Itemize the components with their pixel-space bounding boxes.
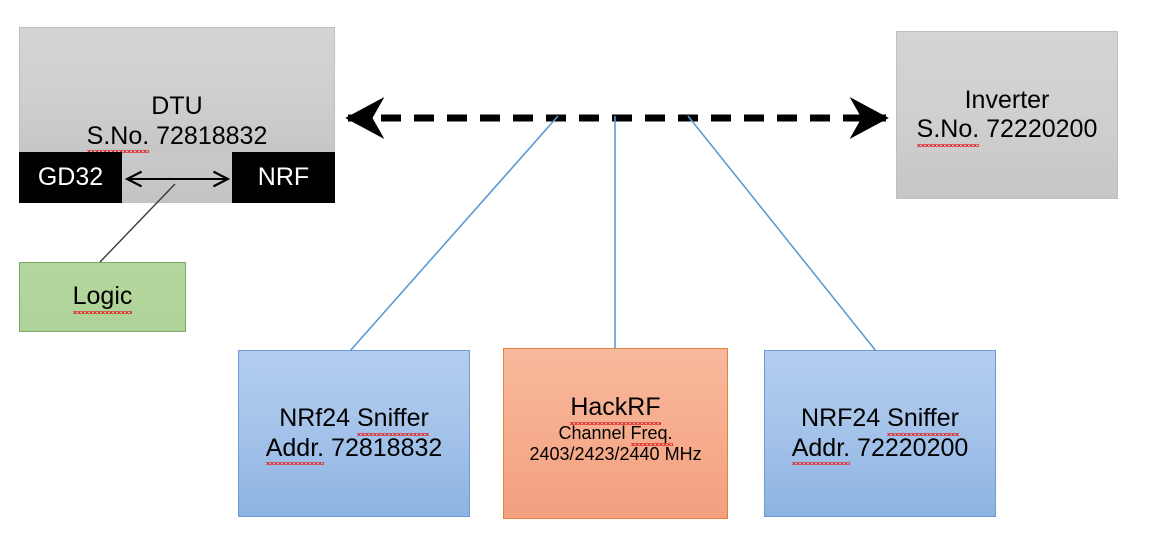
hackrf-frequencies: 2403/2423/2440 MHz <box>529 443 702 464</box>
sniffer-left-addr: Addr. 72818832 <box>265 433 443 465</box>
inverter-title: Inverter <box>964 85 1050 114</box>
node-hackrf[interactable]: HackRF Channel Freq. 2403/2423/2440 MHz <box>503 348 728 519</box>
sniffer-left-tap-line <box>349 115 559 352</box>
gd32-label: GD32 <box>37 162 104 191</box>
sniffer-right-addr-label: Addr. <box>791 433 851 465</box>
dtu-title: DTU <box>151 92 203 120</box>
dtu-serial: S.No. 72818832 <box>86 121 268 153</box>
hackrf-sub-label: Channel Freq. <box>558 422 673 446</box>
hackrf-freq-word: Freq. <box>630 422 673 446</box>
node-sniffer-right[interactable]: NRF24 Sniffer Addr. 72220200 <box>764 350 996 517</box>
node-sniffer-left[interactable]: NRf24 Sniffer Addr. 72818832 <box>238 350 470 517</box>
sniffer-left-title: NRf24 Sniffer <box>279 404 429 435</box>
node-inverter[interactable]: Inverter S.No. 72220200 <box>896 31 1118 199</box>
node-logic[interactable]: Logic <box>19 262 186 332</box>
sniffer-right-title-word: Sniffer <box>887 404 959 435</box>
node-gd32[interactable]: GD32 <box>19 152 122 203</box>
sniffer-right-addr: Addr. 72220200 <box>791 433 969 465</box>
node-dtu[interactable]: DTU S.No. 72818832 <box>19 27 335 153</box>
inverter-serial-value: 72220200 <box>986 115 1098 143</box>
hackrf-title: HackRF <box>570 393 661 424</box>
sniffer-left-addr-label: Addr. <box>265 433 325 465</box>
sniffer-right-addr-value: 72220200 <box>857 433 969 462</box>
sniffer-right-tap-line <box>687 115 877 352</box>
sniffer-right-title: NRF24 Sniffer <box>801 404 959 435</box>
node-nrf[interactable]: NRF <box>232 152 335 203</box>
logic-label: Logic <box>72 282 133 314</box>
dtu-serial-value: 72818832 <box>156 121 268 150</box>
sniffer-left-title-word: Sniffer <box>357 404 429 435</box>
sniffer-left-addr-value: 72818832 <box>331 433 443 462</box>
dtu-lower-body <box>122 152 232 203</box>
inverter-serial-label: S.No. <box>916 115 980 146</box>
nrf-label: NRF <box>257 162 310 191</box>
inverter-serial: S.No. 72220200 <box>916 115 1098 146</box>
dtu-serial-label: S.No. <box>86 121 150 153</box>
